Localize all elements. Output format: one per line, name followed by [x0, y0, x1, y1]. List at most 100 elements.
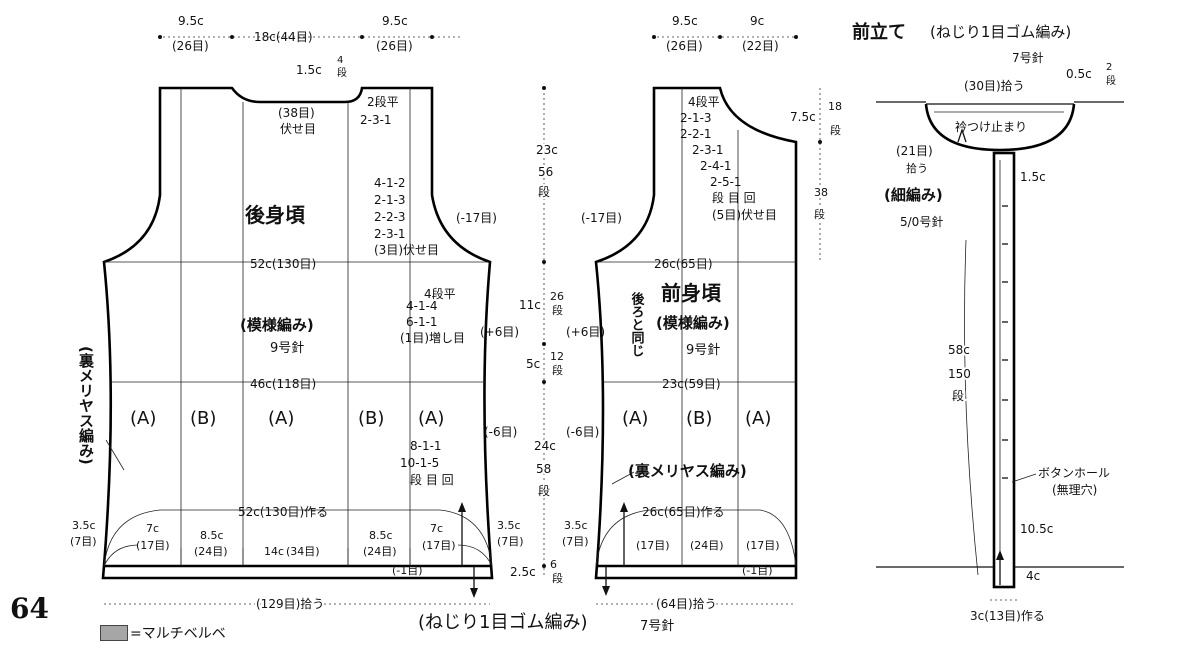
- svg-text:(B): (B): [190, 408, 216, 429]
- back-body-title: 後身頃: [245, 203, 306, 227]
- svg-text:段: 段: [814, 207, 825, 221]
- svg-text:4c: 4c: [1026, 569, 1040, 583]
- svg-text:(模様編み): (模様編み): [656, 314, 730, 332]
- svg-text:2-5-1: 2-5-1: [710, 175, 742, 189]
- back-needle: 9号針: [270, 341, 304, 356]
- svg-text:26c(65目)作る: 26c(65目)作る: [642, 505, 725, 519]
- center-measures: 23c 56 段 11c 26 段 5c 12 段 (+6目) (-6目) (-…: [484, 86, 605, 585]
- svg-text:(7目): (7目): [562, 535, 589, 548]
- svg-text:段: 段: [538, 483, 550, 498]
- svg-text:段: 段: [552, 363, 563, 377]
- svg-text:9c: 9c: [750, 14, 764, 28]
- svg-text:(A): (A): [130, 408, 156, 429]
- svg-text:(B): (B): [686, 408, 712, 429]
- svg-text:(30目)拾う: (30目)拾う: [964, 78, 1025, 93]
- svg-text:3.5c: 3.5c: [72, 519, 96, 532]
- svg-text:2-1-3: 2-1-3: [374, 193, 406, 207]
- svg-text:2-1-3: 2-1-3: [680, 111, 712, 125]
- svg-text:(-1目): (-1目): [742, 564, 773, 577]
- svg-text:26c(65目): 26c(65目): [654, 257, 713, 271]
- svg-text:7c: 7c: [146, 522, 159, 535]
- yarn-legend: =マルチベルベ: [100, 623, 226, 643]
- back-pattern-label: (模様編み): [240, 316, 314, 334]
- same-as-back-label: 後ろと同じ: [629, 291, 645, 357]
- svg-text:2-2-3: 2-2-3: [374, 210, 406, 224]
- placket-diagram: 前立て (ねじり1目ゴム編み) 7号針 (30目)拾う 0.5c 2 段 衿つけ…: [852, 21, 1124, 623]
- svg-text:4-1-2: 4-1-2: [374, 176, 406, 190]
- placket-strip: [992, 151, 1016, 589]
- svg-text:4段平: 4段平: [688, 94, 720, 109]
- svg-text:段: 段: [552, 571, 563, 585]
- svg-text:5c: 5c: [526, 357, 540, 371]
- svg-text:(+6目): (+6目): [566, 325, 605, 339]
- svg-text:(7目): (7目): [497, 535, 524, 548]
- svg-text:58c: 58c: [948, 343, 970, 357]
- svg-text:3.5c: 3.5c: [497, 519, 521, 532]
- svg-text:11c: 11c: [519, 298, 541, 312]
- buttonhole-label: ボタンホール: [1038, 466, 1110, 480]
- svg-text:26: 26: [550, 290, 564, 303]
- svg-text:9号針: 9号針: [686, 343, 720, 358]
- svg-text:5/0号針: 5/0号針: [900, 214, 943, 229]
- svg-text:8-1-1: 8-1-1: [410, 439, 442, 453]
- svg-text:18: 18: [828, 100, 842, 113]
- svg-text:(26目): (26目): [666, 39, 703, 53]
- svg-text:(A): (A): [622, 408, 648, 429]
- back-side-plus: (+6目): [480, 325, 519, 339]
- svg-text:7号針: 7号針: [1012, 50, 1044, 65]
- svg-text:(17目): (17目): [746, 539, 780, 552]
- back-armhole-minus: (-17目): [456, 211, 497, 225]
- svg-text:2.5c: 2.5c: [510, 565, 536, 579]
- back-body-outline: [101, 86, 494, 580]
- svg-text:6-1-1: 6-1-1: [406, 315, 438, 329]
- svg-text:24c: 24c: [534, 439, 556, 453]
- svg-text:56: 56: [538, 165, 553, 179]
- page-number: 64: [10, 592, 49, 625]
- svg-text:(-6目): (-6目): [566, 425, 599, 439]
- svg-text:2-3-1: 2-3-1: [692, 143, 724, 157]
- svg-text:(24目): (24目): [363, 545, 397, 558]
- svg-text:38: 38: [814, 186, 828, 199]
- svg-text:段 目 回: 段 目 回: [712, 190, 756, 205]
- collar-stop: 衿つけ止まり: [955, 119, 1027, 134]
- ribbing-label: (ねじり1目ゴム編み): [418, 612, 588, 633]
- back-neck-bind: 伏せ目: [280, 122, 316, 136]
- back-shoulder-dec: 2-3-1: [360, 113, 392, 127]
- svg-text:2: 2: [1106, 62, 1112, 73]
- yarn-swatch: [100, 625, 128, 641]
- svg-text:1.5c: 1.5c: [1020, 170, 1046, 184]
- svg-text:段: 段: [538, 184, 550, 199]
- svg-text:(24目): (24目): [194, 545, 228, 558]
- svg-text:0.5c: 0.5c: [1066, 67, 1092, 81]
- svg-text:4: 4: [337, 55, 343, 66]
- svg-text:(B): (B): [358, 408, 384, 429]
- back-neck-bind-st: (38目): [278, 106, 315, 120]
- svg-text:23c: 23c: [536, 143, 558, 157]
- svg-text:段 目 回: 段 目 回: [410, 472, 454, 487]
- svg-text:(22目): (22目): [742, 39, 779, 53]
- svg-text:(7目): (7目): [70, 535, 97, 548]
- back-top-right-st: (26目): [376, 39, 413, 53]
- placket-title: 前立て: [852, 21, 906, 43]
- back-top-right-cm: 9.5c: [382, 14, 408, 28]
- back-width-46: 46c(118目): [250, 377, 316, 391]
- crochet-label: (細編み): [884, 186, 943, 204]
- svg-text:2-3-1: 2-3-1: [374, 227, 406, 241]
- svg-text:14c: 14c: [264, 545, 284, 558]
- svg-text:12: 12: [550, 350, 564, 363]
- back-pickup: (129目)拾う: [256, 596, 324, 611]
- svg-text:3.5c: 3.5c: [564, 519, 588, 532]
- back-body-diagram: 9.5c (26目) 18c(44目) 9.5c (26目) 1.5c 4 段 …: [70, 14, 524, 613]
- svg-text:(3目)伏せ目: (3目)伏せ目: [374, 243, 439, 257]
- svg-text:段: 段: [952, 388, 964, 403]
- svg-text:(A): (A): [418, 408, 444, 429]
- back-neck-depth: 1.5c: [296, 63, 322, 77]
- svg-text:(17目): (17目): [422, 539, 456, 552]
- svg-text:150: 150: [948, 367, 971, 381]
- back-reverse-label: (裏メリヤス編み): [77, 346, 95, 465]
- svg-text:拾う: 拾う: [906, 161, 928, 175]
- svg-text:(5目)伏せ目: (5目)伏せ目: [712, 208, 777, 222]
- back-top-left-cm: 9.5c: [178, 14, 204, 28]
- back-shoulder-rows: 2段平: [367, 94, 399, 109]
- svg-text:2-4-1: 2-4-1: [700, 159, 732, 173]
